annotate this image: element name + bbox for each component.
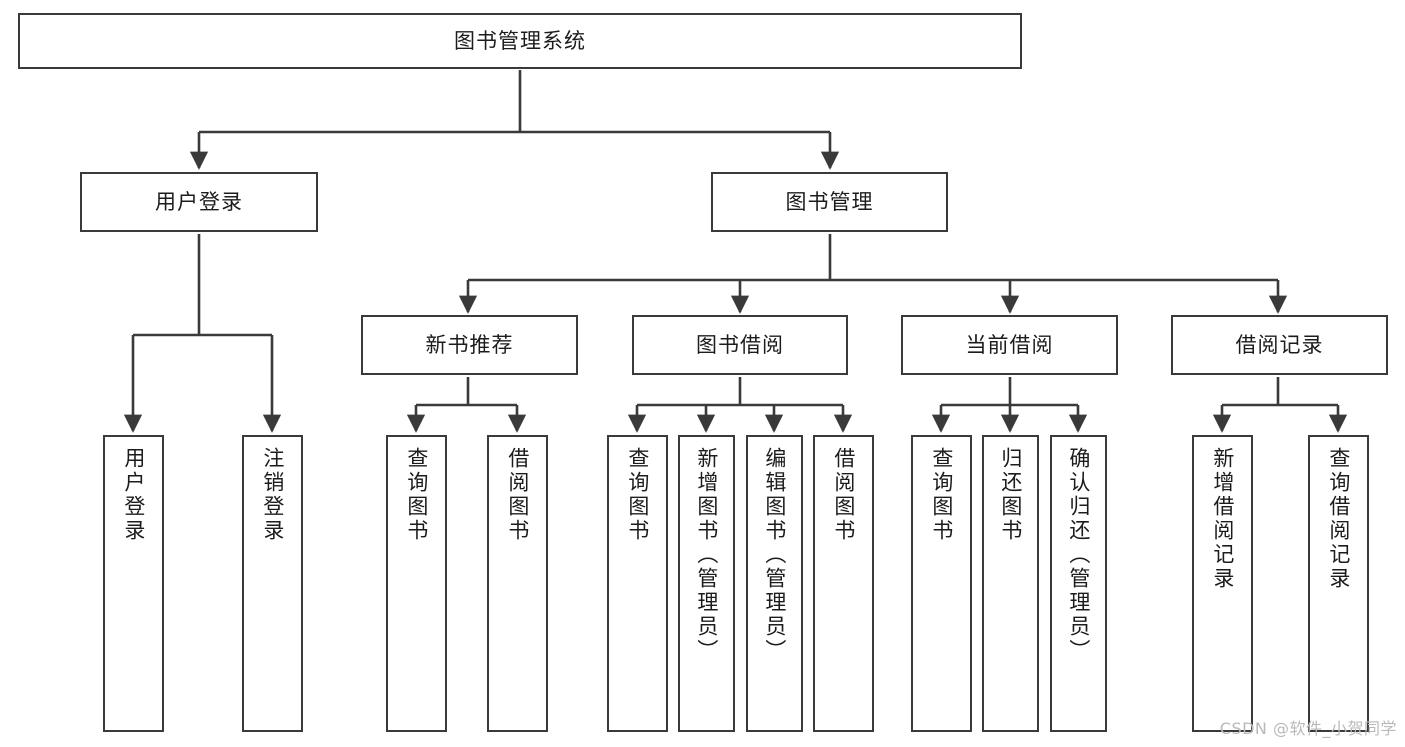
node-leaf-add-book-label: 新增图书（管理员） — [694, 447, 719, 663]
node-book-borrow[interactable]: 图书借阅 — [632, 315, 848, 375]
node-leaf-user-logout-label: 注销登录 — [260, 447, 285, 543]
node-leaf-borrow-book-1-label: 借阅图书 — [505, 447, 530, 543]
node-root-label: 图书管理系统 — [454, 28, 586, 53]
node-root[interactable]: 图书管理系统 — [18, 13, 1022, 69]
node-borrow-record-label: 借阅记录 — [1235, 332, 1324, 357]
node-current-borrow[interactable]: 当前借阅 — [901, 315, 1118, 375]
node-leaf-user-login[interactable]: 用户登录 — [103, 435, 164, 732]
node-leaf-borrow-book-2-label: 借阅图书 — [831, 447, 856, 543]
node-book-management[interactable]: 图书管理 — [711, 172, 948, 232]
node-leaf-query-book-2-label: 查询图书 — [625, 447, 650, 543]
node-leaf-confirm-return[interactable]: 确认归还（管理员） — [1050, 435, 1107, 732]
node-leaf-return-book-label: 归还图书 — [998, 447, 1023, 543]
node-leaf-borrow-book-1[interactable]: 借阅图书 — [487, 435, 548, 732]
node-leaf-user-login-label: 用户登录 — [121, 447, 146, 543]
node-book-management-label: 图书管理 — [785, 189, 874, 214]
node-user-login-label: 用户登录 — [155, 189, 243, 214]
node-leaf-add-record-label: 新增借阅记录 — [1210, 447, 1235, 591]
node-book-borrow-label: 图书借阅 — [696, 332, 784, 357]
node-leaf-query-record-label: 查询借阅记录 — [1326, 447, 1351, 591]
node-leaf-query-book-1[interactable]: 查询图书 — [386, 435, 447, 732]
node-leaf-add-record[interactable]: 新增借阅记录 — [1192, 435, 1253, 732]
node-leaf-query-book-3[interactable]: 查询图书 — [911, 435, 972, 732]
node-leaf-query-book-2[interactable]: 查询图书 — [607, 435, 668, 732]
node-leaf-query-record[interactable]: 查询借阅记录 — [1308, 435, 1369, 732]
csdn-watermark: CSDN @软件_小贺同学 — [1219, 719, 1397, 738]
node-borrow-record[interactable]: 借阅记录 — [1171, 315, 1388, 375]
node-leaf-user-logout[interactable]: 注销登录 — [242, 435, 303, 732]
node-leaf-query-book-1-label: 查询图书 — [404, 447, 429, 543]
node-user-login[interactable]: 用户登录 — [80, 172, 318, 232]
node-leaf-query-book-3-label: 查询图书 — [929, 447, 954, 543]
node-leaf-edit-book[interactable]: 编辑图书（管理员） — [746, 435, 803, 732]
node-new-book-recommend-label: 新书推荐 — [425, 332, 514, 357]
node-leaf-add-book[interactable]: 新增图书（管理员） — [678, 435, 735, 732]
node-new-book-recommend[interactable]: 新书推荐 — [361, 315, 578, 375]
node-current-borrow-label: 当前借阅 — [965, 332, 1054, 357]
node-leaf-edit-book-label: 编辑图书（管理员） — [762, 447, 787, 663]
node-leaf-return-book[interactable]: 归还图书 — [982, 435, 1039, 732]
node-leaf-confirm-return-label: 确认归还（管理员） — [1066, 447, 1091, 663]
node-leaf-borrow-book-2[interactable]: 借阅图书 — [813, 435, 874, 732]
